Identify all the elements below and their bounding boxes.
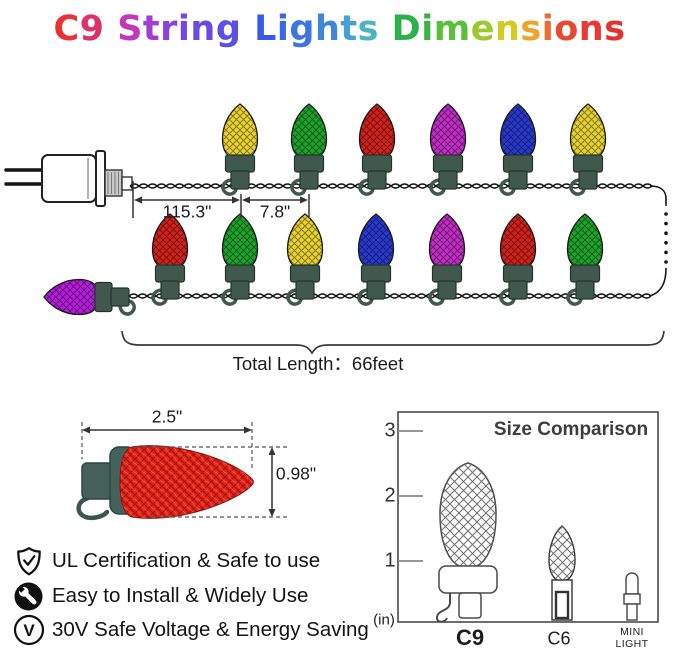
c9-bulb bbox=[286, 213, 324, 306]
c6-outline-bulb bbox=[548, 525, 576, 621]
size-comparison-box bbox=[397, 411, 659, 623]
continuation-dots-icon bbox=[664, 212, 668, 264]
c9-bulb bbox=[428, 213, 466, 306]
mini-light-outline-bulb bbox=[623, 572, 641, 621]
string-wire bbox=[128, 183, 653, 299]
total-length-label: Total Length：66feet bbox=[232, 353, 404, 374]
dim-label-plug-to-bulb: 115.3" bbox=[162, 201, 212, 222]
size-comparison-panel bbox=[397, 411, 659, 623]
c9-bulb bbox=[357, 213, 395, 306]
c9-bulb bbox=[429, 103, 467, 196]
feature-row-ul-certification: UL Certification & Safe to use bbox=[10, 544, 320, 578]
closeup-height-label: 0.98" bbox=[275, 463, 317, 484]
size-comparison-title: Size Comparison bbox=[493, 419, 649, 440]
feature-row-easy-install: Easy to Install & Widely Use bbox=[10, 579, 308, 613]
c9-bulb bbox=[151, 213, 189, 306]
label-c9: C9 bbox=[455, 625, 485, 650]
c9-bulb bbox=[499, 213, 537, 306]
label-mini-light: MINI LIGHT bbox=[615, 625, 649, 650]
feature-text: UL Certification & Safe to use bbox=[52, 549, 321, 572]
closeup-socket-clip bbox=[76, 495, 110, 521]
wire-continuation bbox=[649, 185, 668, 297]
axis-tick-3: 3 bbox=[384, 419, 396, 442]
c9-bulb bbox=[358, 103, 396, 196]
label-c6: C6 bbox=[547, 628, 571, 649]
c9-bulb bbox=[569, 103, 607, 196]
c9-bulb bbox=[566, 213, 604, 306]
c9-outline-bulb bbox=[435, 462, 498, 623]
page-title: C9 String Lights Dimensions bbox=[53, 9, 626, 49]
shield-check-icon bbox=[10, 544, 47, 578]
closeup-extension-lines bbox=[81, 422, 290, 518]
c9-bulb bbox=[221, 103, 259, 196]
voltage-icon: V bbox=[10, 613, 47, 647]
closeup-width-label: 2.5" bbox=[151, 406, 183, 427]
closeup-dim-arrows bbox=[82, 426, 276, 517]
total-length-brace bbox=[121, 330, 665, 355]
axis-unit-label: (in) bbox=[373, 611, 395, 629]
wrench-icon bbox=[10, 579, 47, 613]
voltage-icon-letter: V bbox=[23, 621, 35, 640]
c9-bulb bbox=[290, 103, 328, 196]
closeup-bulb-facets bbox=[120, 445, 254, 519]
c9-bulb bbox=[221, 213, 259, 306]
axis-tick-1: 1 bbox=[384, 549, 396, 572]
axis-tick-marks bbox=[398, 430, 423, 562]
axis-tick-2: 2 bbox=[384, 484, 396, 507]
feature-row-safe-voltage: V 30V Safe Voltage & Energy Saving bbox=[10, 613, 369, 647]
dim-label-bulb-spacing: 7.8" bbox=[259, 201, 291, 222]
bulb-row-bottom bbox=[43, 213, 604, 316]
c9-bulb bbox=[43, 278, 136, 316]
c9-bulb bbox=[499, 103, 537, 196]
bulb-row-top bbox=[221, 103, 607, 196]
feature-text: 30V Safe Voltage & Energy Saving bbox=[52, 618, 369, 641]
feature-text: Easy to Install & Widely Use bbox=[52, 584, 309, 607]
dimension-lines bbox=[132, 181, 310, 218]
bulb-closeup bbox=[76, 422, 290, 521]
power-plug-icon bbox=[4, 150, 133, 207]
